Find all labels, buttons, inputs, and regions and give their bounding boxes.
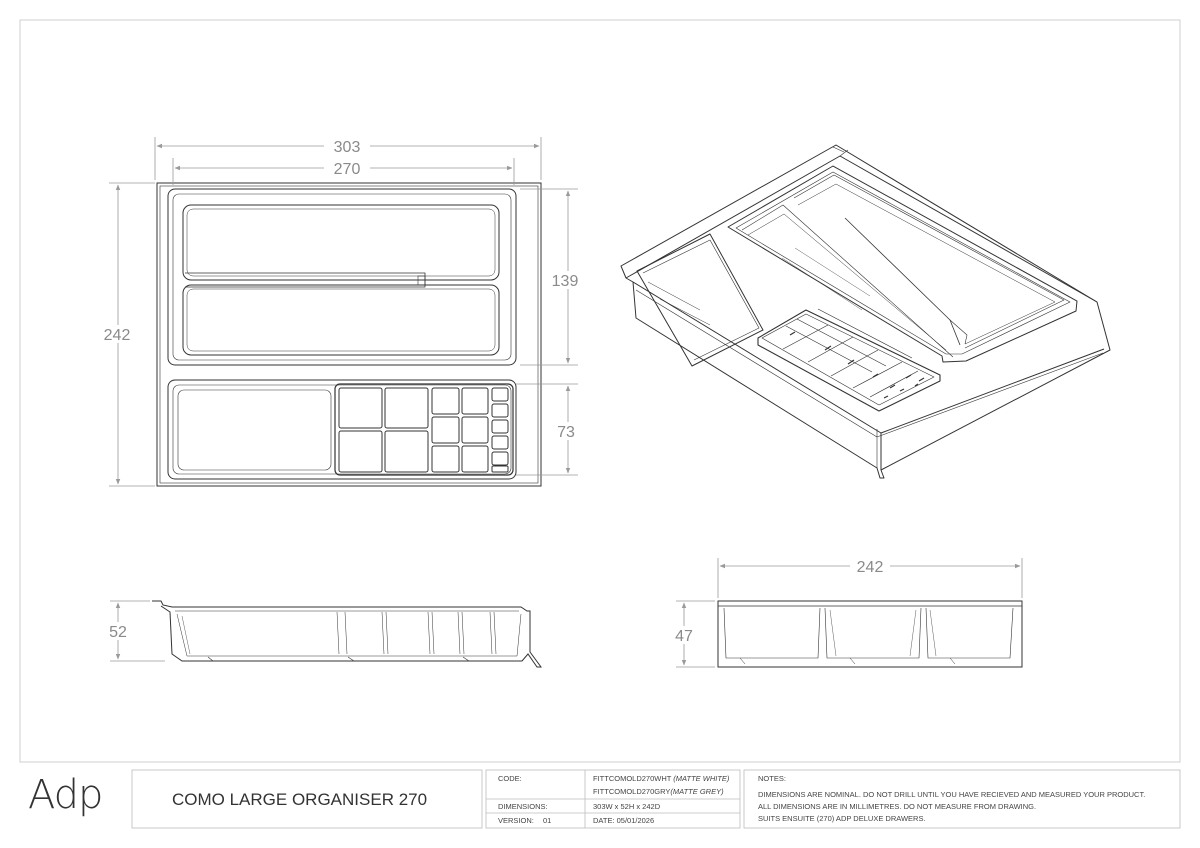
dim-width-outer: 303 [334,139,361,156]
product-title: COMO LARGE ORGANISER 270 [172,790,428,809]
isometric-view [620,144,1111,479]
dim-height-front: 47 [675,628,693,645]
version-label: VERSION: [498,816,534,825]
front-view-dimension-lines [676,558,1023,668]
note-line: ALL DIMENSIONS ARE IN MILLIMETRES. DO NO… [758,802,1037,811]
title-block-frame [131,769,1181,829]
dimensions-label: DIMENSIONS: [498,802,548,811]
brand-logo: Adp [28,772,103,818]
date-label: DATE: 05/01/2026 [593,816,655,825]
code-white-value: FITTCOMOLD270WHT [593,774,672,783]
dim-front-section: 73 [557,424,575,441]
code-grey-finish: (MATTE GREY) [670,787,724,796]
dimensions-value: 303W x 52H x 242D [593,802,661,811]
side-view [152,600,542,668]
front-view [717,600,1023,668]
code-label: CODE: [498,774,522,783]
code-grey: FITTCOMOLD270GRY(MATTE GREY) [593,787,724,796]
dim-height-side: 52 [109,624,127,641]
dim-width-inner: 270 [334,161,361,178]
notes-label: NOTES: [758,774,786,783]
note-line: DIMENSIONS ARE NOMINAL. DO NOT DRILL UNT… [758,790,1146,799]
sheet-border [19,19,1181,763]
code-white-finish: (MATTE WHITE) [673,774,730,783]
code-grey-value: FITTCOMOLD270GRY [593,787,671,796]
note-line: SUITS ENSUITE (270) ADP DELUXE DRAWERS. [758,814,926,823]
dim-depth: 242 [104,327,131,344]
top-view [156,182,542,487]
version-value: 01 [543,816,552,825]
dim-rear-section: 139 [552,273,579,290]
dim-depth-front: 242 [857,559,884,576]
code-white: FITTCOMOLD270WHT (MATTE WHITE) [593,774,729,783]
